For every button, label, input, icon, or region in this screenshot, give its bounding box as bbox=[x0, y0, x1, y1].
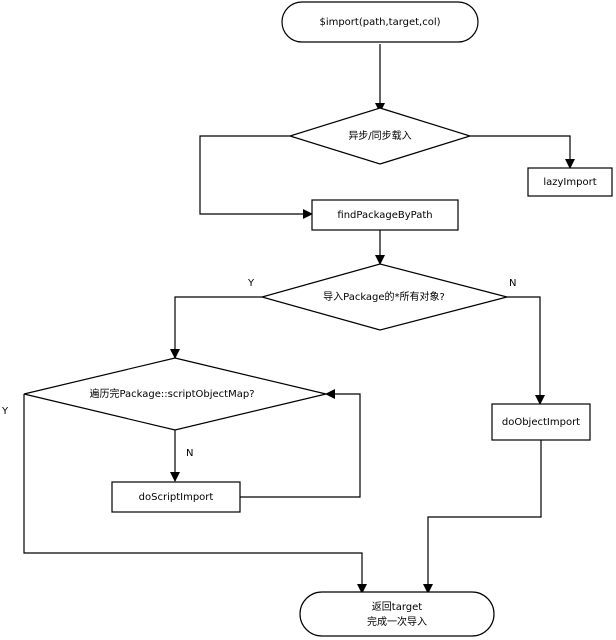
edge-all-no-to-object bbox=[507, 296, 545, 405]
process-do-object-import: doObjectImport bbox=[491, 403, 591, 441]
end-label-line1: 返回target bbox=[372, 601, 422, 613]
do-script-import-label: doScriptImport bbox=[139, 492, 214, 503]
edge-all-yes-to-traverse bbox=[170, 296, 262, 359]
edge-script-loop-back bbox=[240, 389, 361, 498]
do-object-import-label: doObjectImport bbox=[502, 417, 580, 428]
process-lazy-import: lazyImport bbox=[527, 167, 613, 197]
edges bbox=[23, 44, 575, 594]
branch-traverse-yes-label: Y bbox=[1, 406, 9, 417]
branch-all-yes-label: Y bbox=[247, 278, 255, 289]
decision-all-objects: 导入Package的*所有对象? bbox=[259, 263, 510, 331]
start-label: $import(path,target,col) bbox=[319, 17, 440, 28]
edge-traverse-yes-to-end bbox=[23, 394, 367, 594]
sync-decision-label: 异步/同步载入 bbox=[348, 130, 411, 142]
branch-traverse-no-label: N bbox=[186, 448, 193, 459]
lazy-import-label: lazyImport bbox=[543, 177, 596, 188]
process-do-script-import: doScriptImport bbox=[111, 481, 241, 513]
edge-sync-to-lazy bbox=[470, 135, 575, 169]
edge-object-to-end bbox=[423, 440, 542, 594]
branch-all-no-label: N bbox=[509, 278, 516, 289]
node-end: 返回target 完成一次导入 bbox=[299, 591, 495, 637]
edge-sync-to-find bbox=[199, 135, 313, 219]
end-label-line2: 完成一次导入 bbox=[367, 615, 427, 628]
decision-traverse: 遍历完Package::scriptObjectMap? bbox=[23, 357, 327, 431]
node-start: $import(path,target,col) bbox=[281, 1, 479, 43]
find-package-label: findPackageByPath bbox=[337, 210, 432, 221]
decision-sync-mode: 异步/同步载入 bbox=[287, 107, 473, 165]
traverse-label: 遍历完Package::scriptObjectMap? bbox=[89, 387, 254, 400]
process-find-package: findPackageByPath bbox=[311, 199, 459, 231]
all-objects-label: 导入Package的*所有对象? bbox=[323, 290, 445, 303]
